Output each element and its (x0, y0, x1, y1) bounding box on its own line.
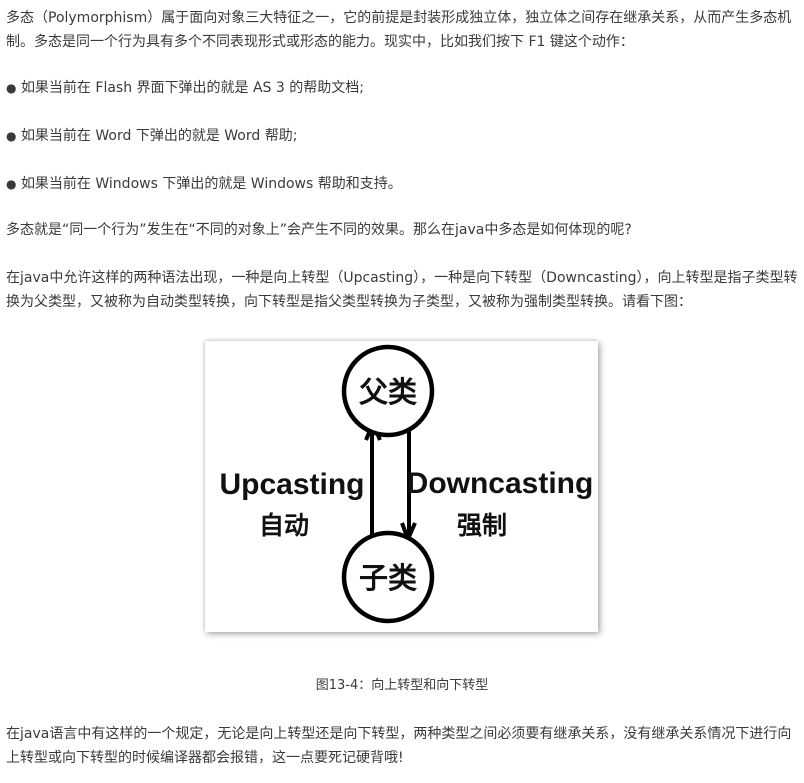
casting-explanation-paragraph: 在java中允许这样的两种语法出现，一种是向上转型（Upcasting），一种是… (6, 270, 798, 310)
child-class-node (341, 530, 435, 624)
bullet-item-windows: ● 如果当前在 Windows 下弹出的就是 Windows 帮助和支持。 (6, 172, 402, 196)
bullet-text: 如果当前在 Word 下弹出的就是 Word 帮助; (20, 128, 298, 144)
figure-caption: 图13-4：向上转型和向下转型 (315, 678, 489, 693)
downcasting-sublabel: 强制 (457, 511, 507, 540)
parent-class-node (341, 344, 435, 438)
bullet-text: 如果当前在 Flash 界面下弹出的就是 AS 3 的帮助文档; (20, 80, 364, 96)
upcasting-sublabel: 自动 (259, 511, 309, 540)
question-paragraph: 多态就是“同一个行为”发生在“不同的对象上”会产生不同的效果。那么在java中多… (6, 222, 632, 238)
bullet-symbol: ● (6, 129, 17, 143)
article-body: 多态（Polymorphism）属于面向对象三大特征之一，它的前提是封装形成独立… (6, 0, 798, 783)
child-class-label: 子类 (359, 561, 417, 595)
bullet-item-flash: ● 如果当前在 Flash 界面下弹出的就是 AS 3 的帮助文档; (6, 76, 364, 100)
bullet-item-word: ● 如果当前在 Word 下弹出的就是 Word 帮助; (6, 124, 297, 148)
downcasting-label: Downcasting (407, 467, 594, 500)
closing-paragraph: 在java语言中有这样的一个规定，无论是向上转型还是向下转型，两种类型之间必须要… (6, 726, 792, 766)
bullet-symbol: ● (6, 81, 17, 95)
upcasting-label: Upcasting (219, 468, 364, 501)
casting-diagram: 父类 子类 Upcasting 自动 Downcasting 强制 (205, 341, 598, 632)
bullet-text: 如果当前在 Windows 下弹出的就是 Windows 帮助和支持。 (20, 176, 402, 192)
parent-class-label: 父类 (359, 375, 417, 409)
intro-paragraph: 多态（Polymorphism）属于面向对象三大特征之一，它的前提是封装形成独立… (6, 10, 792, 50)
casting-diagram-svg: 父类 子类 Upcasting 自动 Downcasting 强制 (219, 344, 594, 624)
bullet-symbol: ● (6, 177, 17, 191)
